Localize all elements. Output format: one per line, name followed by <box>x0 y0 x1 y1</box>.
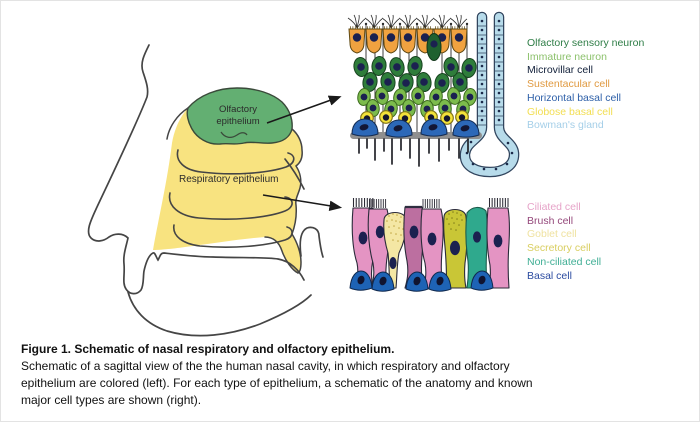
cavity-outline-lines <box>166 107 303 274</box>
olfactory-legend-item-5: Globose basal cell <box>527 105 613 118</box>
caption-body-line: epithelium are colored (left). For each … <box>21 376 533 390</box>
microvillar-cell-shape <box>426 33 442 61</box>
respiratory-legend-item-4: Non-ciliated cell <box>527 255 602 268</box>
arrow-to-respiratory-panel <box>262 194 343 211</box>
olfactory-epithelium-diagram <box>347 11 520 178</box>
figure-caption: Figure 1. Schematic of nasal respiratory… <box>21 341 581 409</box>
respiratory-epithelium-diagram <box>349 197 510 292</box>
caption-title: Figure 1. Schematic of nasal respiratory… <box>21 342 395 356</box>
dendrite-knobs <box>364 22 469 26</box>
respiratory-legend-item-5: Basal cell <box>527 269 572 282</box>
olfactory-legend-item-0: Olfactory sensory neuron <box>527 37 645 49</box>
basal-lamina-bar <box>350 132 482 139</box>
secretory-stipple <box>446 211 463 231</box>
nasal-anatomy-drawing: Olfactory epithelium Respiratory epithel… <box>87 44 343 337</box>
respiratory-legend-item-0: Ciliated cell <box>527 201 581 213</box>
turbinate-lines <box>168 149 295 248</box>
respiratory-epithelium-label: Respiratory epithelium <box>179 174 279 185</box>
olfactory-legend-item-2: Microvillar cell <box>527 64 593 77</box>
respiratory-legend-item-3: Secretory cell <box>527 242 591 255</box>
soft-palate-hook-line <box>299 226 324 258</box>
bowmans-gland-duct <box>459 11 520 178</box>
respiratory-legend-item-2: Goblet cell <box>527 228 577 241</box>
olfactory-region-shape <box>186 87 293 145</box>
sustentacular-cell-row <box>348 25 468 54</box>
respiratory-cilia <box>352 197 509 209</box>
olfactory-legend-item-3: Sustentacular cell <box>527 78 610 91</box>
olfactory-epithelium-label-line2: epithelium <box>216 116 259 127</box>
olfactory-legend-item-4: Horizontal basal cell <box>527 91 621 104</box>
pharynx-line <box>284 158 305 190</box>
olfactory-legend-item-6: Bowman's gland <box>527 119 604 132</box>
respiratory-legend-item-1: Brush cell <box>527 214 574 227</box>
ciliated-cell-nuclei <box>358 225 503 248</box>
caption-body-line: Schematic of a sagittal view of the the … <box>21 359 510 373</box>
forehead-nose-mouth-line <box>87 44 305 295</box>
axon-lines <box>358 138 469 167</box>
arrow-to-olfactory-panel <box>266 95 342 124</box>
non-ciliated-cell-shape <box>465 206 488 289</box>
caption-body-line: major cell types are shown (right). <box>21 393 202 407</box>
ciliated-cell-shape <box>486 207 510 289</box>
olfactory-region-squiggle <box>220 131 248 139</box>
face-profile-lines <box>87 44 324 337</box>
olfactory-epithelium-label-line1: Olfactory <box>219 104 257 115</box>
bowmans-gland-cell-nuclei <box>465 19 514 171</box>
olfactory-legend-item-1: Immature neuron <box>527 50 607 63</box>
chin-jaw-line <box>127 291 312 337</box>
secretory-cell-shape <box>443 208 468 289</box>
